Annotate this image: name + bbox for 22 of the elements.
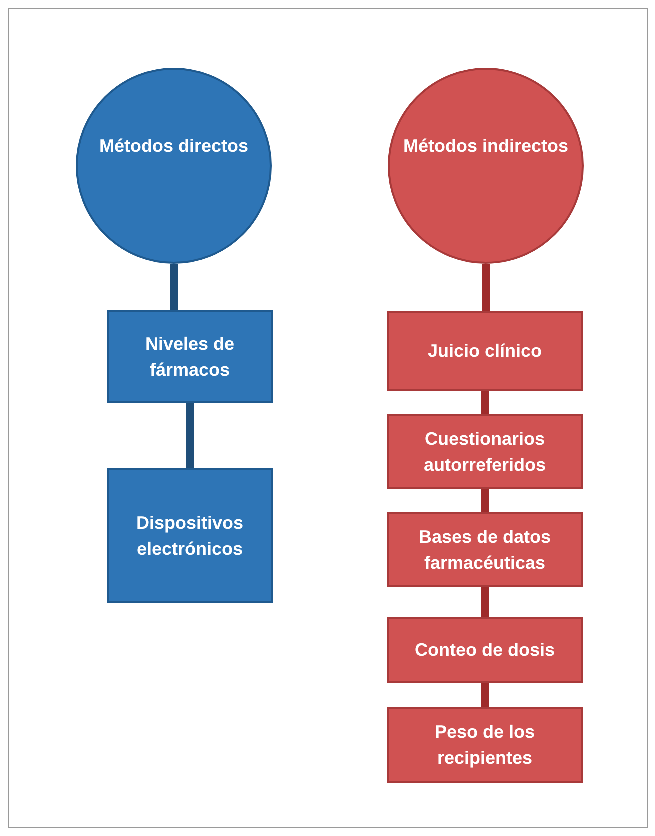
connector-line: [481, 391, 489, 414]
node-label: Niveles de fármacos: [144, 332, 236, 382]
connector-line: [170, 264, 178, 310]
method-box: [387, 707, 583, 783]
node-label: Métodos indirectos: [403, 135, 568, 158]
node-label: Juicio clínico: [428, 340, 542, 363]
node-label: Cuestionarios autorreferidos: [422, 428, 548, 476]
method-box: [387, 512, 583, 587]
method-box: [387, 414, 583, 489]
node-label: Peso de los recipientes: [434, 721, 536, 770]
method-box: [387, 617, 583, 683]
node-label: Métodos directos: [99, 135, 249, 158]
node-label: Bases de datos farmacéuticas: [418, 526, 552, 574]
method-box: [387, 311, 583, 391]
method-box: [107, 310, 273, 403]
node-label: Dispositivos electrónicos: [135, 512, 245, 560]
connector-line: [481, 683, 489, 707]
method-box: [107, 468, 273, 603]
node-label: Conteo de dosis: [414, 639, 555, 662]
connector-line: [481, 489, 489, 512]
connector-line: [186, 403, 194, 468]
connector-line: [482, 264, 490, 311]
